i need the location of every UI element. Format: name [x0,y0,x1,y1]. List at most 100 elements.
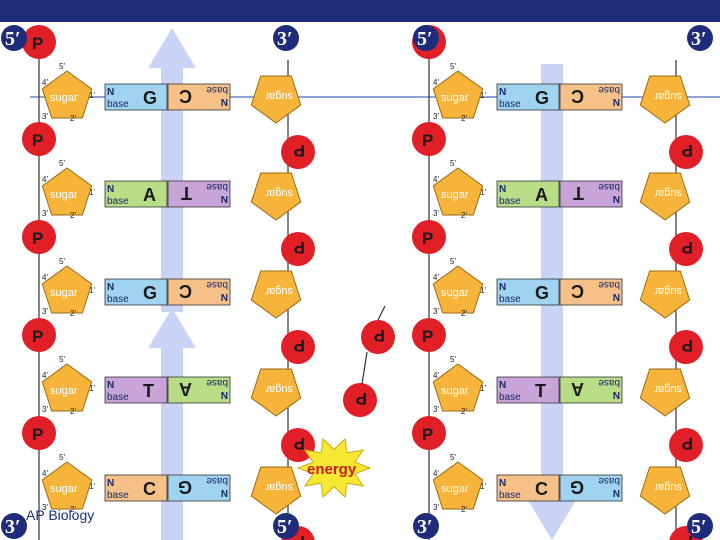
base-word-label: base [206,377,228,388]
carbon-label: 1' [480,482,486,491]
base-word-label: base [107,392,129,403]
base-left [104,83,168,111]
carbon-label: 3' [433,112,439,121]
carbon-label: 2' [461,505,467,514]
base-right [559,278,623,306]
phosphate-bond [377,305,386,321]
carbon-label: 3' [42,503,48,512]
label-5prime-left: 5′ [1,25,27,51]
base-right [559,474,623,502]
end-circle [687,513,713,539]
sugar-label: sugar [265,90,293,102]
phosphate [412,220,446,254]
base-n-label: N [221,291,228,302]
base-letter: C [143,479,156,499]
base-left [496,474,560,502]
carbon-label: 1' [89,384,95,393]
sugar-label: sugar [265,383,293,395]
partner-sugar: sugar [639,368,691,417]
carbon-label: 4' [433,469,439,478]
end-text: 3′ [277,28,293,50]
carbon-label: 1' [480,91,486,100]
phosphate-label: P [32,229,43,248]
end-text: 5′ [277,516,293,538]
carbon-label: 5' [59,355,65,364]
phosphate-label: P [294,532,305,540]
base-n-label: N [107,478,114,489]
phosphate [22,122,56,156]
base-letter: C [571,281,584,301]
phosphate-label: P [682,238,693,257]
partner-phosphate: P [669,232,703,266]
base-n-label: N [613,96,620,107]
sugar-label: sugar [50,385,78,397]
base-word-label: base [107,294,129,305]
carbon-label: 2' [461,407,467,416]
carbon-label: 3' [42,209,48,218]
base-word-label: base [499,392,521,403]
base-right [167,83,231,111]
carbon-label: 2' [461,211,467,220]
header-bar [0,0,720,22]
sugar-label: sugar [265,481,293,493]
energy-burst: energy [296,437,372,499]
phosphate [669,428,703,462]
base-n-label: N [221,96,228,107]
carbon-label: 5' [450,453,456,462]
carbon-label: 4' [42,175,48,184]
sugar [41,461,93,510]
carbon-label: 1' [480,384,486,393]
carbon-label: 5' [450,355,456,364]
base-n-label: N [499,282,506,293]
base-word-label: base [598,279,620,290]
base-right [167,474,231,502]
carbon-label: 5' [59,453,65,462]
sugar-label: sugar [654,187,682,199]
phosphate-label: P [32,327,43,346]
base-right [167,180,231,208]
phosphate [361,320,395,354]
phosphate [669,232,703,266]
base-word-label: base [499,294,521,305]
base-letter: G [535,283,549,303]
carbon-label: 2' [70,211,76,220]
base-right [167,278,231,306]
phosphate [22,318,56,352]
phosphate-label: P [422,425,433,444]
carbon-label: 2' [70,407,76,416]
base-n-label: N [613,389,620,400]
base-right [559,376,623,404]
partner-phosphate: P [281,428,315,462]
phosphate [22,416,56,450]
sugar [639,75,691,124]
phosphate [343,383,377,417]
sugar-label: sugar [441,385,469,397]
sugar-label: sugar [441,92,469,104]
label-5prime-bottom-left: 5′ [273,513,299,539]
end-text: 5′ [417,28,433,50]
phosphate-label: P [294,434,305,453]
phosphate [281,135,315,169]
footer-label: AP Biology [26,507,95,523]
phosphate [281,232,315,266]
sugar-label: sugar [50,92,78,104]
partner-phosphate: P [281,135,315,169]
sugar-label: sugar [265,285,293,297]
base-n-label: N [613,193,620,204]
carbon-label: 2' [70,114,76,123]
base-letter: G [143,88,157,108]
base-right [167,376,231,404]
carbon-label: 5' [450,257,456,266]
phosphate [22,220,56,254]
carbon-label: 4' [433,78,439,87]
base-n-label: N [499,478,506,489]
base-letter: A [571,379,584,399]
phosphate [412,416,446,450]
sugar [432,461,484,510]
